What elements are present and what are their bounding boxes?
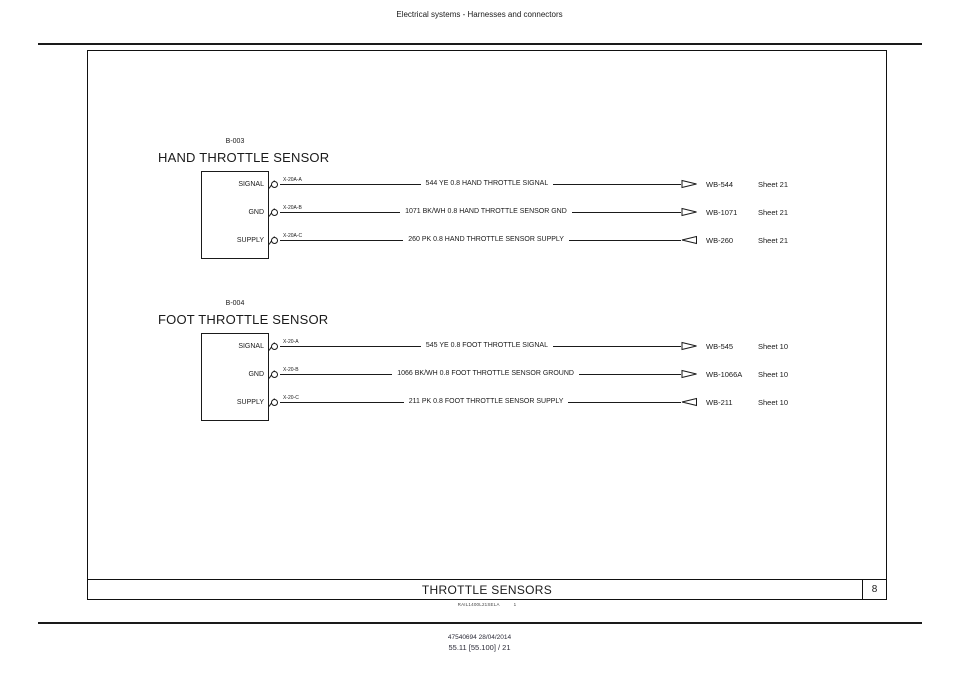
flow-arrow-left-icon xyxy=(681,235,697,245)
sheet-reference: Sheet 21 xyxy=(758,179,789,189)
component-title: FOOT THROTTLE SENSOR xyxy=(158,312,329,327)
wire-line: X-20-C 211 PK 0.8 FOOT THROTTLE SENSOR S… xyxy=(280,395,681,409)
sheet-reference: Sheet 10 xyxy=(758,341,789,351)
wire-line: X-20A-A 544 YE 0.8 HAND THROTTLE SIGNAL xyxy=(280,177,681,191)
component-box xyxy=(201,171,269,259)
component-id: B-004 xyxy=(225,300,245,307)
wire-line: X-20A-B 1071 BK/WH 0.8 HAND THROTTLE SEN… xyxy=(280,205,681,219)
pin-label: SIGNAL xyxy=(238,180,264,188)
connector-pin-name: X-20-B xyxy=(283,367,299,373)
flow-arrow-right-icon xyxy=(681,369,697,379)
wire-row: GND X-20A-B 1071 BK/WH 0.8 HAND THROTTLE… xyxy=(204,205,802,219)
connector-pin-icon xyxy=(268,370,278,379)
wire-destination: WB-545 xyxy=(706,341,734,351)
wire-row: SIGNAL X-20-A 545 YE 0.8 FOOT THROTTLE S… xyxy=(204,339,802,353)
sheet-number-box: 8 xyxy=(862,580,886,599)
wire-line: X-20-B 1066 BK/WH 0.8 FOOT THROTTLE SENS… xyxy=(280,367,681,381)
wire-label: 545 YE 0.8 FOOT THROTTLE SIGNAL xyxy=(425,342,548,349)
wire-label: 1071 BK/WH 0.8 HAND THROTTLE SENSOR GND xyxy=(405,208,567,215)
pin-label: SUPPLY xyxy=(236,236,264,244)
sheet-reference: Sheet 10 xyxy=(758,369,789,379)
connector-pin-icon xyxy=(268,208,278,217)
pin-label: SIGNAL xyxy=(238,342,264,350)
diagram-frame: B-003 HAND THROTTLE SENSOR SIGNAL X-20A-… xyxy=(87,50,887,600)
wire-label: 260 PK 0.8 HAND THROTTLE SENSOR SUPPLY xyxy=(408,236,564,243)
wire-label: 211 PK 0.8 FOOT THROTTLE SENSOR SUPPLY xyxy=(408,398,564,405)
connector-pin-icon xyxy=(268,236,278,245)
connector-pin-name: X-20A-C xyxy=(283,233,303,239)
component-box xyxy=(201,333,269,421)
connector-pin-name: X-20A-A xyxy=(283,177,302,183)
wire-destination: WB-1066A xyxy=(706,369,743,379)
flow-arrow-right-icon xyxy=(681,179,697,189)
sheet-title: THROTTLE SENSORS xyxy=(421,582,553,597)
header-divider xyxy=(38,43,922,45)
connector-pin-name: X-20-A xyxy=(283,339,299,345)
wire-row: SIGNAL X-20A-A 544 YE 0.8 HAND THROTTLE … xyxy=(204,177,802,191)
flow-arrow-right-icon xyxy=(681,207,697,217)
wire-row: GND X-20-B 1066 BK/WH 0.8 FOOT THROTTLE … xyxy=(204,367,802,381)
wire-destination: WB-211 xyxy=(706,397,733,407)
sheet-reference: Sheet 21 xyxy=(758,207,789,217)
sheet-reference: Sheet 21 xyxy=(758,235,789,245)
sheet-reference: Sheet 10 xyxy=(758,397,789,407)
wire-row: SUPPLY X-20A-C 260 PK 0.8 HAND THROTTLE … xyxy=(204,233,802,247)
sheet-footnote-code: RAIL1400L21SELA xyxy=(457,602,500,607)
connector-pin-name: X-20-C xyxy=(283,395,299,401)
pin-label: GND xyxy=(248,208,264,216)
wire-destination: WB-260 xyxy=(706,235,734,245)
wire-line: X-20-A 545 YE 0.8 FOOT THROTTLE SIGNAL xyxy=(280,339,681,353)
section-reference: 55.11 [55.100] / 21 xyxy=(448,642,511,652)
connector-pin-icon xyxy=(268,180,278,189)
wire-destination: WB-544 xyxy=(706,179,734,189)
pin-label: SUPPLY xyxy=(236,398,264,406)
document-header: Electrical systems - Harnesses and conne… xyxy=(396,10,563,19)
sheet-footnote: RAIL1400L21SELA 1 xyxy=(87,602,887,607)
connector-pin-icon xyxy=(268,398,278,407)
pin-label: GND xyxy=(248,370,264,378)
footer-divider xyxy=(38,622,922,624)
document-footer: 47540694 28/04/2014 55.11 [55.100] / 21 xyxy=(0,634,959,653)
wire-destination: WB-1071 xyxy=(706,207,738,217)
wire-label: 1066 BK/WH 0.8 FOOT THROTTLE SENSOR GROU… xyxy=(397,370,574,377)
flow-arrow-right-icon xyxy=(681,341,697,351)
wire-row: SUPPLY X-20-C 211 PK 0.8 FOOT THROTTLE S… xyxy=(204,395,802,409)
wire-line: X-20A-C 260 PK 0.8 HAND THROTTLE SENSOR … xyxy=(280,233,681,247)
wire-label: 544 YE 0.8 HAND THROTTLE SIGNAL xyxy=(425,180,549,187)
print-code: 47540694 28/04/2014 xyxy=(447,634,512,641)
sheet-title-bar: THROTTLE SENSORS 8 xyxy=(88,579,886,599)
flow-arrow-left-icon xyxy=(681,397,697,407)
component-title: HAND THROTTLE SENSOR xyxy=(158,150,330,165)
sheet-footnote-page: 1 xyxy=(513,602,517,607)
component-id: B-003 xyxy=(225,138,245,145)
connector-pin-icon xyxy=(268,342,278,351)
connector-pin-name: X-20A-B xyxy=(283,205,302,211)
